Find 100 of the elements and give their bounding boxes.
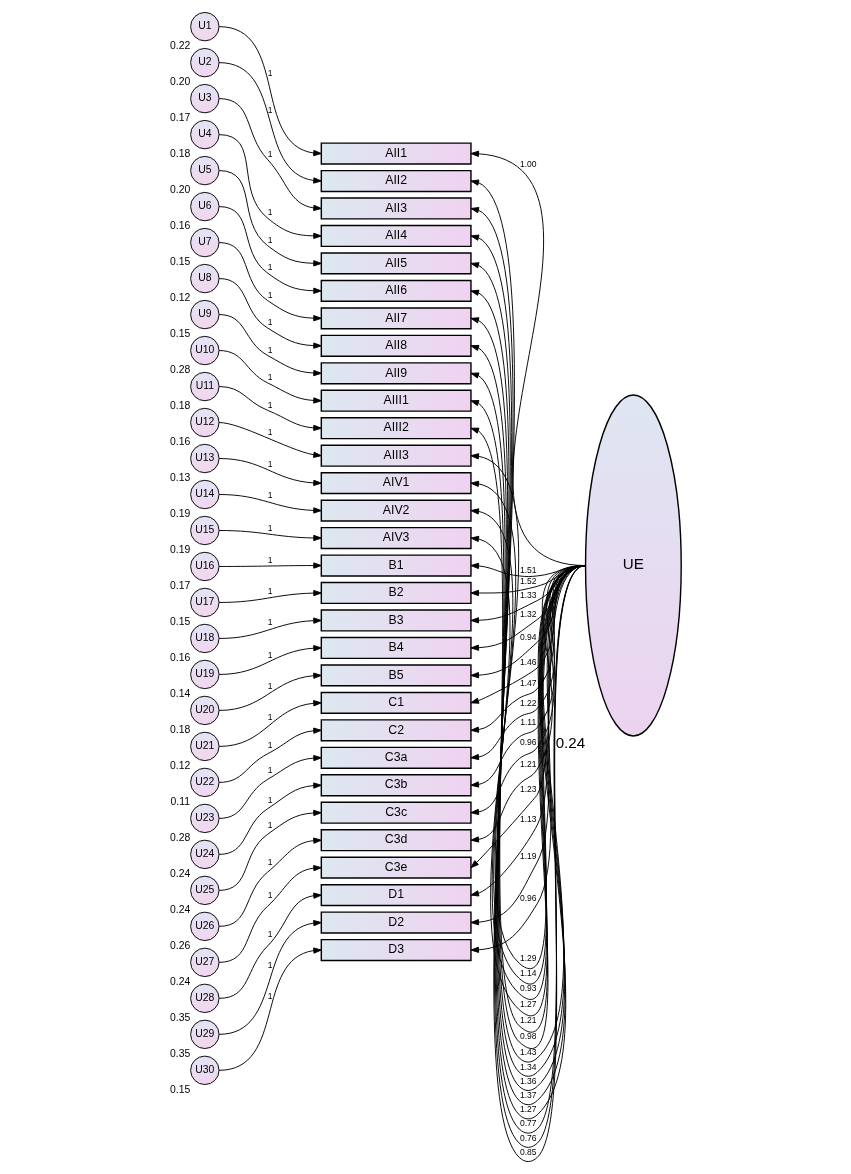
edge-label: 1.27 <box>519 999 537 1010</box>
edge-label: 1 <box>267 617 273 628</box>
edge-label: 1 <box>267 427 273 438</box>
edge-label: 1.34 <box>519 1061 537 1072</box>
node-label: 0.16 <box>170 652 191 663</box>
arrow <box>218 727 322 783</box>
edge-label: 1 <box>267 765 273 776</box>
node-circle: U3 <box>190 83 220 114</box>
edge-label: 1.36 <box>519 1075 537 1086</box>
arrow <box>218 782 322 855</box>
node-label: 0.22 <box>170 40 191 52</box>
edge-label: 1 <box>267 234 273 245</box>
edge-label: 1 <box>267 522 273 533</box>
edge-label: 1.21 <box>519 758 537 769</box>
arrow <box>218 206 322 294</box>
node-label: 0.16 <box>170 220 191 232</box>
edge-label: 1.11 <box>520 716 537 727</box>
node-circle: U21 <box>190 731 220 762</box>
node-label: 0.15 <box>170 1083 191 1095</box>
node-box: C3c <box>320 801 472 824</box>
edge-label: 1.43 <box>519 1047 537 1058</box>
node-box: C3e <box>320 856 472 879</box>
arrow <box>218 892 322 999</box>
arrow <box>218 278 322 349</box>
arrow <box>218 645 322 675</box>
node-circle: U23 <box>190 803 220 834</box>
node-circle: U27 <box>190 947 220 978</box>
edge-label: 1.14 <box>519 967 537 978</box>
node-box: C2 <box>320 719 472 742</box>
node-circle: U1 <box>190 11 220 42</box>
arrow <box>218 617 322 639</box>
edge-label: 1 <box>267 148 273 159</box>
edge-label: 0.93 <box>519 982 537 993</box>
node-box: B2 <box>320 581 472 605</box>
node-circle: U19 <box>190 659 220 690</box>
edge-label: 1.32 <box>519 608 537 619</box>
edge-label: 1 <box>267 739 273 750</box>
edge-label: 0.98 <box>519 1031 537 1042</box>
node-label: 0.12 <box>170 292 191 304</box>
node-ellipse: UE <box>584 394 682 737</box>
edge-label: 1 <box>267 372 273 383</box>
edge-label: 1 <box>267 105 273 116</box>
node-box: AIV3 <box>320 526 472 550</box>
edge-label: 1.19 <box>519 851 537 862</box>
node-label: 0.11 <box>170 795 190 807</box>
edge-label: 1 <box>267 262 273 273</box>
node-box: AIII3 <box>320 444 472 467</box>
edge-label: 1 <box>267 317 273 328</box>
arrow <box>218 242 322 322</box>
edge-label: 1 <box>267 399 273 410</box>
arrow <box>218 562 322 569</box>
node-label: 0.19 <box>170 544 191 556</box>
node-box: AII6 <box>320 279 472 302</box>
edge-label: 1 <box>267 289 273 300</box>
node-circle: U7 <box>190 227 220 258</box>
node-label: 0.24 <box>170 975 191 987</box>
arrow <box>218 26 322 157</box>
node-label: 0.20 <box>170 76 191 88</box>
arrow <box>218 134 322 239</box>
node-circle: U6 <box>190 191 220 222</box>
node-circle: U16 <box>190 551 220 582</box>
node-box: AIV1 <box>320 472 472 495</box>
node-box: B4 <box>320 636 472 660</box>
edge-label: 0.85 <box>519 1146 537 1157</box>
node-circle: U18 <box>190 623 220 654</box>
node-circle: U22 <box>190 767 220 798</box>
arrow <box>218 314 322 377</box>
node-circle: U8 <box>190 263 220 294</box>
edge-label: 1.37 <box>519 1089 537 1100</box>
edge-label: 1 <box>267 68 273 79</box>
edge-label: 1 <box>267 928 273 939</box>
node-box: AII8 <box>320 334 472 357</box>
node-label: 0.18 <box>170 723 191 735</box>
node-circle: U30 <box>190 1055 220 1085</box>
edge-label: 1.29 <box>519 952 537 963</box>
node-box: D1 <box>320 884 472 907</box>
edge-label: 1 <box>267 459 273 470</box>
edge-label: 0.77 <box>519 1118 537 1129</box>
edge-label: 1 <box>267 857 273 867</box>
node-box: C1 <box>320 691 472 714</box>
node-circle: U2 <box>190 47 220 78</box>
edge-label: 1 <box>267 207 273 218</box>
node-circle: U12 <box>190 407 220 438</box>
node-circle: U17 <box>190 587 220 618</box>
node-box: AII5 <box>320 252 472 275</box>
edge-label: 1.00 <box>519 159 537 169</box>
edge-label: 1 <box>267 586 273 597</box>
arrow <box>218 350 322 404</box>
node-circle: U13 <box>190 443 220 474</box>
node-box: AII3 <box>320 197 472 220</box>
node-circle: U28 <box>190 983 220 1014</box>
arrow <box>218 672 322 711</box>
node-label: 0.24 <box>555 734 586 752</box>
node-box: AIII1 <box>320 389 472 412</box>
edge-label: 1.47 <box>519 678 537 688</box>
node-label: 0.24 <box>170 903 191 915</box>
arrow <box>218 754 322 819</box>
edge-label: 1 <box>267 680 273 691</box>
edge-label: 0.94 <box>519 631 537 642</box>
node-box: AII4 <box>320 224 472 248</box>
